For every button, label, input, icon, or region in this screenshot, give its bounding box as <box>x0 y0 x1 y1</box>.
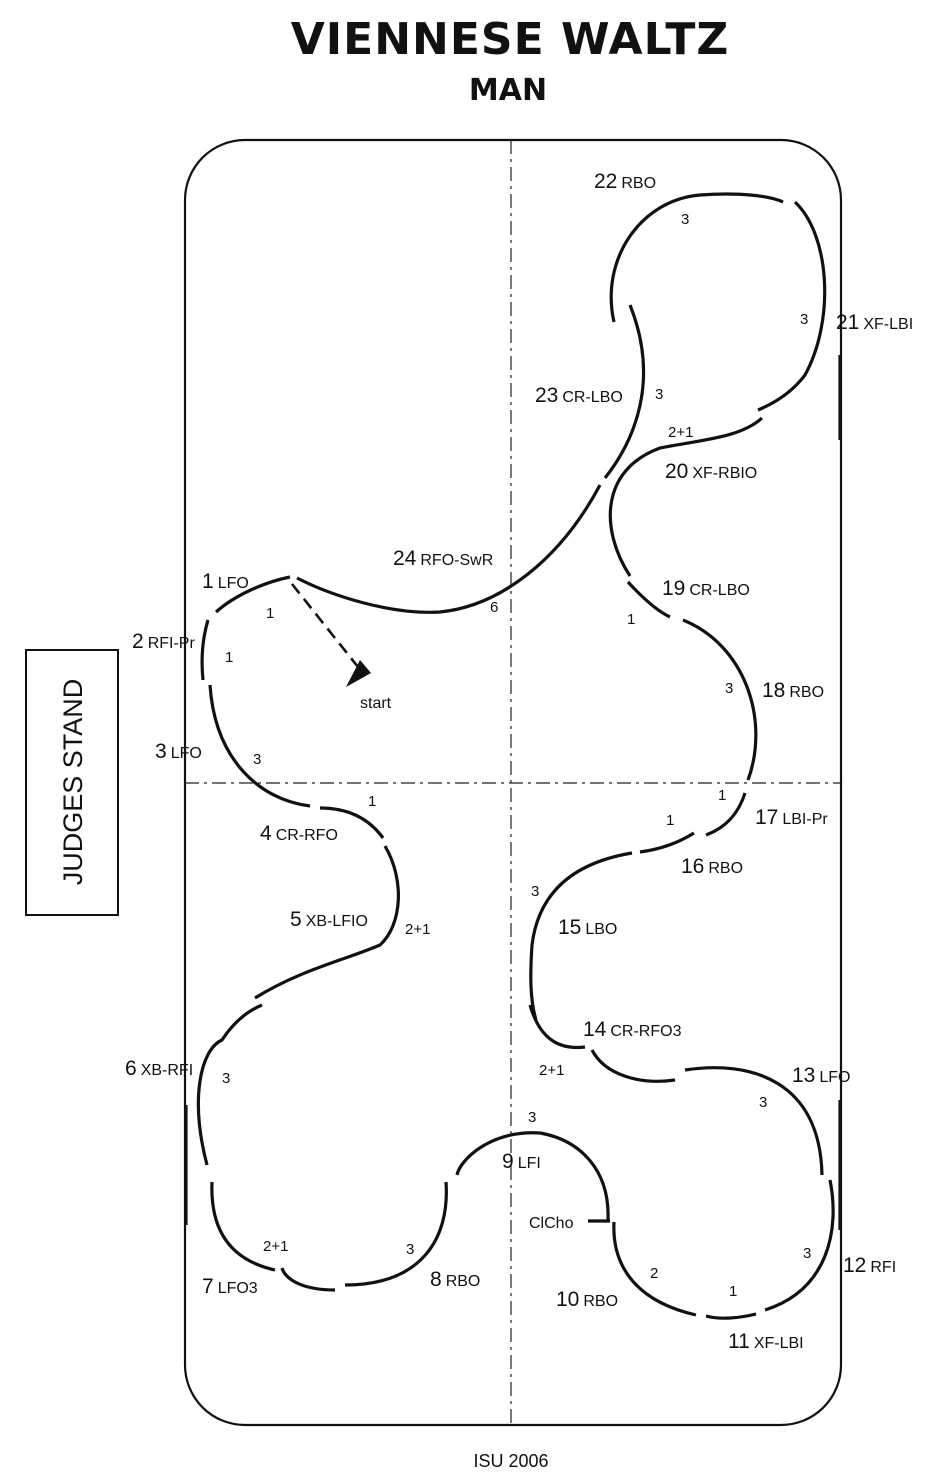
diagram-title: VIENNESE WALTZ <box>291 14 730 65</box>
beat-3: 3 <box>253 751 261 768</box>
step-label-10: 10 RBO <box>556 1288 618 1311</box>
edge-7 <box>210 1181 276 1272</box>
judges-stand-box <box>25 649 119 916</box>
step-label-1: 1 LFO <box>202 570 249 593</box>
step-label-24: 24 RFO-SwR <box>393 547 493 570</box>
beat-1: 1 <box>266 605 274 622</box>
beat-2: 1 <box>225 649 233 666</box>
beat-12: 3 <box>803 1245 811 1262</box>
beat-counts: 1 1 3 1 2+1 3 2+1 3 3 2 1 3 3 2+1 3 1 1 … <box>222 211 811 1300</box>
edge-2 <box>200 619 210 681</box>
beat-13: 3 <box>759 1094 767 1111</box>
beat-23: 3 <box>655 386 663 403</box>
step-label-13: 13 LFO <box>792 1064 850 1087</box>
step-label-12: 12 RFI <box>843 1254 896 1277</box>
edge-15 <box>529 851 633 1021</box>
step-label-23: 23 CR-LBO <box>535 384 623 407</box>
step-label-21: 21 XF-LBI <box>836 311 913 334</box>
beat-5: 2+1 <box>405 921 430 938</box>
edge-8 <box>344 1181 448 1287</box>
edge-6 <box>196 1003 263 1166</box>
clcho-label: ClCho <box>529 1215 574 1232</box>
beat-4: 1 <box>368 793 376 810</box>
footer-text: ISU 2006 <box>473 1451 548 1471</box>
beat-11: 1 <box>729 1283 737 1300</box>
edge-10 <box>612 1221 697 1317</box>
step-label-17: 17 LBI-Pr <box>755 806 828 829</box>
edge-23 <box>603 304 646 479</box>
step-label-4: 4 CR-RFO <box>260 822 338 845</box>
step-label-7: 7 LFO3 <box>202 1275 258 1298</box>
step-label-18: 18 RBO <box>762 679 824 702</box>
beat-18: 3 <box>725 680 733 697</box>
edge-9 <box>455 1131 610 1221</box>
beat-9: 3 <box>528 1109 536 1126</box>
step-label-14: 14 CR-RFO3 <box>583 1018 682 1041</box>
step-label-9: 9 LFI <box>502 1150 541 1173</box>
beat-16: 1 <box>666 812 674 829</box>
beat-20: 2+1 <box>668 424 693 441</box>
step-label-15: 15 LBO <box>558 916 617 939</box>
edge-19 <box>626 580 671 619</box>
step-label-5: 5 XB-LFIO <box>290 908 368 931</box>
beat-15: 3 <box>531 883 539 900</box>
beat-14: 2+1 <box>539 1062 564 1079</box>
edge-22 <box>609 192 784 323</box>
edge-16 <box>639 831 695 854</box>
pattern-edges <box>184 192 842 1320</box>
step-label-3: 3 LFO <box>155 740 202 763</box>
beat-19: 1 <box>627 611 635 628</box>
edge-5 <box>254 845 400 1000</box>
beat-10: 2 <box>650 1265 658 1282</box>
start-path-line <box>290 583 364 673</box>
edge-7a <box>280 1267 336 1292</box>
edge-24 <box>296 484 602 614</box>
edge-14 <box>528 1004 586 1050</box>
step-label-16: 16 RBO <box>681 855 743 878</box>
beat-8: 3 <box>406 1241 414 1258</box>
beat-7: 2+1 <box>263 1238 288 1255</box>
step-label-20: 20 XF-RBIO <box>665 460 757 483</box>
beat-21: 3 <box>800 311 808 328</box>
edge-21 <box>757 200 827 412</box>
edge-3 <box>208 684 311 808</box>
edge-11 <box>705 1312 757 1320</box>
edge-4 <box>319 806 385 839</box>
diagram-subtitle: MAN <box>469 73 547 108</box>
edge-1 <box>214 575 291 614</box>
step-label-8: 8 RBO <box>430 1268 480 1291</box>
step-label-2: 2 RFI-Pr <box>132 630 195 653</box>
step-label-22: 22 RBO <box>594 170 656 193</box>
edge-17 <box>705 792 747 837</box>
step-label-11: 11 XF-LBI <box>728 1330 804 1353</box>
start-arrow-icon <box>346 660 371 687</box>
step-label-19: 19 CR-LBO <box>662 577 750 600</box>
edge-12 <box>764 1179 835 1312</box>
step-label-6: 6 XB-RFI <box>125 1057 193 1080</box>
beat-22: 3 <box>681 211 689 228</box>
edge-20 <box>608 416 764 577</box>
edge-18 <box>682 618 758 781</box>
judges-stand-label: JUDGES STAND <box>58 679 88 886</box>
beat-6: 3 <box>222 1070 230 1087</box>
step-labels: 1 LFO 2 RFI-Pr 3 LFO 4 CR-RFO 5 XB-LFIO … <box>125 170 913 1353</box>
start-label: start <box>360 695 392 712</box>
edge-13 <box>684 1066 824 1176</box>
beat-24: 6 <box>490 599 498 616</box>
beat-17: 1 <box>718 787 726 804</box>
edge-14b <box>590 1049 676 1083</box>
